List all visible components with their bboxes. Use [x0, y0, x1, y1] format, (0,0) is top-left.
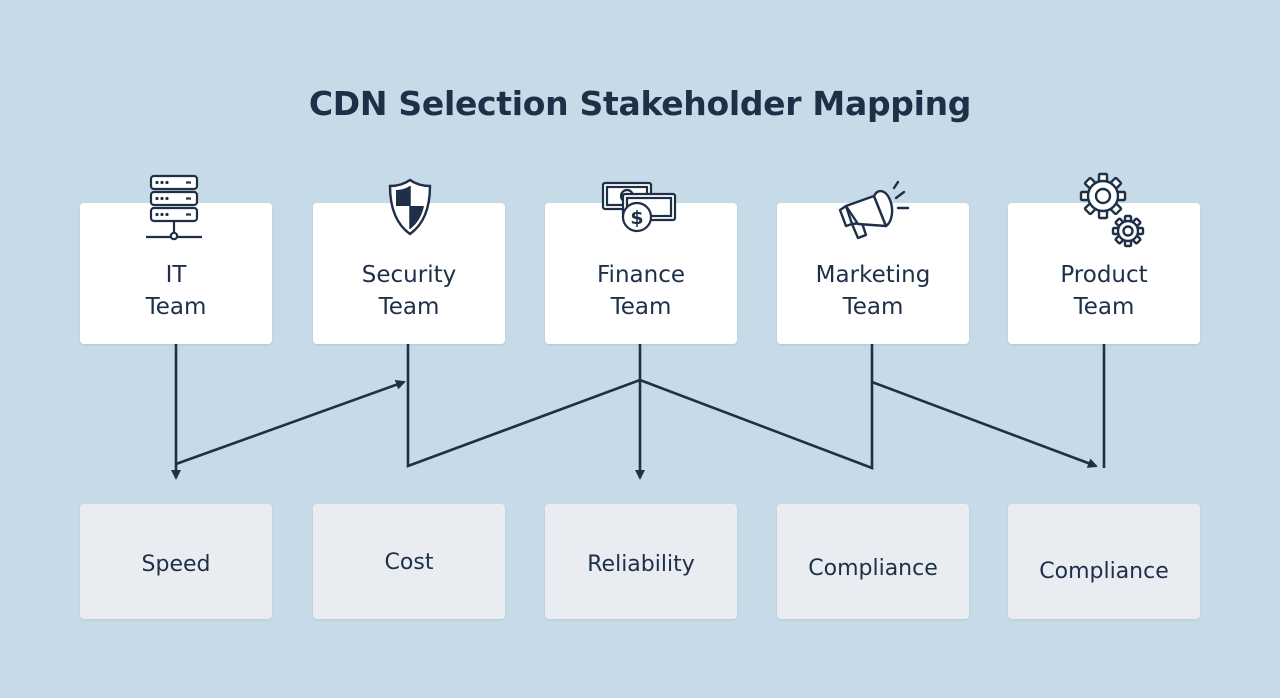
- gears-icon: [1079, 172, 1145, 248]
- megaphone-icon: [838, 180, 910, 240]
- criteria-box-cost: Cost: [313, 504, 505, 619]
- diagram-title: CDN Selection Stakeholder Mapping: [308, 84, 972, 123]
- svg-text:$: $: [630, 207, 643, 229]
- criteria-box-compliance-2: Compliance: [1008, 504, 1200, 619]
- finance-to-marketing-line: [639, 344, 874, 470]
- speed-to-security-arrow: [175, 380, 406, 466]
- criteria-label-cost: Cost: [384, 550, 434, 575]
- criteria-label-compliance-2: Compliance: [1039, 559, 1169, 584]
- shield-icon: [388, 178, 432, 236]
- criteria-label-compliance: Compliance: [808, 556, 938, 581]
- criteria-label-reliability: Reliability: [587, 552, 695, 577]
- criteria-box-reliability: Reliability: [545, 504, 737, 619]
- money-icon: $: [601, 181, 677, 233]
- marketing-to-compliance-arrow: [871, 380, 1098, 468]
- security-flow-line: [406, 344, 641, 468]
- criteria-box-speed: Speed: [80, 504, 272, 619]
- criteria-label-speed: Speed: [141, 552, 211, 577]
- server-rack-icon: [146, 174, 202, 241]
- criteria-box-compliance: Compliance: [777, 504, 969, 619]
